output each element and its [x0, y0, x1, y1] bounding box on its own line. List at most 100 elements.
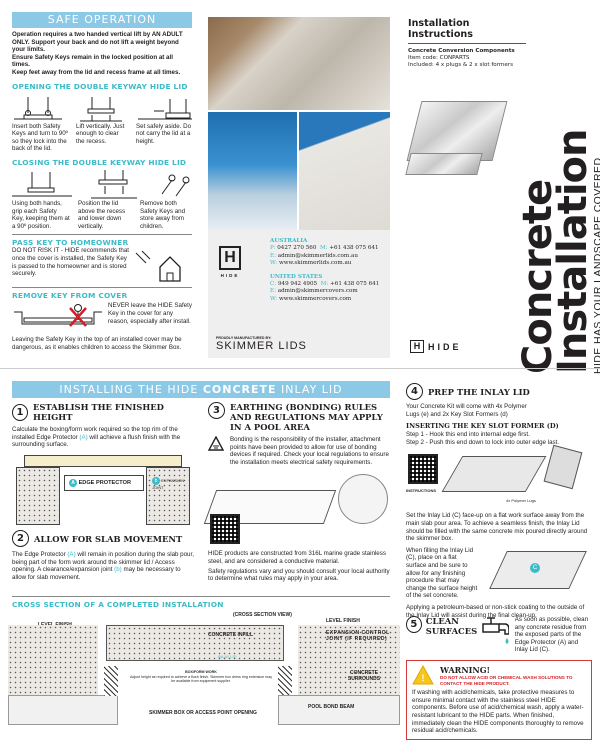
step-1-title: ESTABLISH THE FINISHED HEIGHT — [32, 402, 164, 422]
key-slot-step-2: Step 2 - Push this end down to lock into… — [406, 438, 560, 446]
label-b-badge: b — [152, 476, 160, 485]
step-3-number: 3 — [208, 402, 225, 419]
inlay-lid-label: INLAY LID — [218, 654, 237, 659]
bonding-warning-text: Bonding is the responsibility of the ins… — [230, 436, 389, 466]
warning-subtitle: DO NOT ALLOW ACID OR CHEMICAL WASH SOLUT… — [440, 674, 573, 686]
cross-section-heading: CROSS SECTION OF A COMPLETED INSTALLATIO… — [12, 600, 224, 609]
product-image-steel-frame — [405, 93, 508, 183]
inlay-lid-prep-diagram: INSTRUCTIONS 4x Polymer Lugs — [406, 445, 592, 508]
closing-heading: CLOSING THE DOUBLE KEYWAY HIDE LID — [12, 157, 187, 167]
step-4-para-1: Set the Inlay Lid (C) face-up on a flat … — [406, 512, 588, 543]
edge-protector-label: EDGE PROTECTOR — [78, 479, 131, 486]
expansion-joint-cross-label: EXPANSION CONTROL JOINT (IF REQUIRED) — [326, 630, 390, 642]
skimmer-box-label: SKIMMER BOX OR ACCESS POINT OPENING — [149, 710, 257, 716]
adjust-height-note: Adjust height as required to achieve a f… — [129, 674, 273, 684]
instructions-qr-code[interactable] — [408, 454, 438, 485]
set-aside-icon — [138, 98, 192, 120]
cross-section-view-label: (CROSS SECTION VIEW) — [233, 612, 292, 618]
box-form-work-label: BOX/FORM WORK — [185, 670, 217, 674]
warning-box: ! WARNING! DO NOT ALLOW ACID OR CHEMICAL… — [406, 659, 592, 740]
filled-inlay-lid-diagram: C — [478, 547, 588, 593]
remove-keys-icon — [161, 174, 190, 197]
step-2-text: The Edge Protector (A) will remain in po… — [12, 551, 194, 581]
step-5-number: 5 — [406, 616, 422, 633]
opening-heading: OPENING THE DOUBLE KEYWAY HIDE LID — [12, 81, 188, 91]
bonding-qr-code[interactable] — [210, 514, 240, 545]
item-code: Item code: CONPARTS — [408, 55, 470, 61]
concrete-infill-label: CONCRETE INFILL — [208, 632, 253, 638]
cover-title: Installation Instructions — [408, 18, 526, 44]
safe-operation-intro: Operation requires a two handed vertical… — [12, 31, 183, 76]
us-mobile[interactable]: +61 438 075 641 — [330, 281, 380, 288]
step-1-text: Calculate the boxing/form work required … — [12, 426, 181, 449]
polymer-lugs-label: 4x Polymer Lugs — [506, 498, 536, 504]
closing-step-3: Remove both Safety Keys and store away f… — [140, 199, 186, 230]
installation-photo-1 — [208, 17, 390, 110]
skimmer-lids-logo: SKIMMER LIDS — [216, 340, 307, 352]
remove-key-text: NEVER leave the HIDE Safety Key in the c… — [108, 302, 192, 325]
step-4-para-2: When filling the Inlay Lid (C), place on… — [406, 546, 478, 600]
us-email-link[interactable]: admin@skimmercovers.com — [277, 288, 358, 295]
remove-key-footer: Leaving the Safety Key in the top of an … — [12, 336, 182, 351]
au-web-link[interactable]: www.skimmerlids.com.au — [278, 260, 352, 267]
cover-hide-logo: H HIDE — [410, 340, 462, 353]
step-4: 4 PREP THE INLAY LID Your Concrete Kit w… — [406, 383, 592, 619]
label-c-badge: C — [530, 562, 540, 573]
au-mobile[interactable]: +61 438 075 641 — [329, 245, 379, 252]
level-finish-right-label: LEVEL FINISH — [326, 618, 360, 624]
safe-operation-panel: SAFE OPERATION Operation requires a two … — [12, 12, 192, 362]
au-email-link[interactable]: admin@skimmerlids.com.au — [277, 252, 358, 259]
cover-tagline: HIDE HAS YOUR LANDSCAPE COVERED — [592, 157, 600, 374]
step-5: 5 CLEAN SURFACES As soon as possible, cl… — [406, 616, 592, 740]
step-1: 1 ESTABLISH THE FINISHED HEIGHT Calculat… — [12, 402, 194, 537]
svg-text:!: ! — [422, 673, 425, 683]
installing-banner: INSTALLING THE HIDE CONCRETE INLAY LID — [12, 381, 390, 398]
opening-step-1: Insert both Safety Keys and turn to 90º … — [12, 122, 68, 153]
warning-triangle-icon — [208, 436, 224, 451]
warning-title: WARNING! — [440, 664, 491, 675]
pool-bond-beam-label: POOL BOND BEAM — [308, 704, 355, 710]
opening-step-3: Set safely aside. Do not carry the lid a… — [136, 122, 192, 145]
bonding-diagram — [203, 470, 390, 546]
us-label: UNITED STATES — [270, 273, 323, 280]
lower-lid-icon — [91, 169, 137, 199]
step-2-number: 2 — [12, 530, 29, 547]
step-3: 3 EARTHING (BONDING) RULES AND REGULATIO… — [203, 402, 390, 583]
label-a-badge: A — [69, 478, 77, 487]
remove-key-heading: REMOVE KEY FROM COVER — [12, 291, 128, 301]
warning-hazard-icon: ! — [412, 664, 434, 685]
grip-keys-icon — [12, 171, 72, 197]
expansion-joint-label: EXPANSION JOINT — [152, 477, 185, 490]
edge-protector-diagram: A EDGE PROTECTOR b EXPANSION JOINT — [12, 454, 194, 537]
us-phone[interactable]: 949 942 4905 — [277, 281, 318, 288]
no-key-in-cover-icon — [14, 304, 102, 328]
step-4-intro: Your Concrete Kit will come with 4x Poly… — [406, 403, 527, 418]
big-title-installation: Installation — [550, 129, 596, 374]
step-4-number: 4 — [406, 383, 423, 400]
au-phone[interactable]: 0427 270 560 — [277, 245, 317, 252]
insert-keys-icon — [14, 96, 62, 120]
cross-section: CROSS SECTION OF A COMPLETED INSTALLATIO… — [8, 600, 400, 740]
step-3-text-1: HIDE products are constructed from 316L … — [208, 550, 386, 565]
qr-instructions-label: INSTRUCTIONS — [406, 488, 436, 494]
us-web-link[interactable]: www.skimmercovers.com — [278, 295, 352, 302]
opening-illustrations — [12, 95, 192, 123]
cover-panel: Installation Instructions Concrete Conve… — [405, 18, 600, 374]
house-key-icon — [135, 250, 181, 282]
pass-key-heading: PASS KEY TO HOMEOWNER — [12, 238, 129, 248]
lift-lid-icon — [80, 96, 122, 122]
hide-logo: H HIDE — [216, 246, 244, 278]
opening-step-2: Lift vertically. Just enough to clear th… — [76, 122, 125, 145]
step-2-title: ALLOW FOR SLAB MOVEMENT — [34, 533, 183, 544]
step-1-number: 1 — [12, 403, 28, 421]
australia-label: AUSTRALIA — [270, 238, 308, 244]
step-5-text: As soon as possible, clean any concrete … — [514, 616, 589, 654]
installation-photo-3 — [299, 112, 390, 230]
photos-contact-panel: H HIDE AUSTRALIA P: 0427 270 560 M: +61 … — [208, 17, 390, 360]
closing-step-2: Position the lid above the recess and lo… — [78, 199, 126, 230]
included-parts: Included: 4 x plugs & 2 x slot formers — [408, 62, 514, 68]
closing-step-1: Using both hands, grip each Safety Key, … — [12, 199, 70, 230]
key-slot-step-1: Step 1 - Hook this end into internal edg… — [406, 431, 530, 439]
step-3-title: EARTHING (BONDING) RULES AND REGULATIONS… — [230, 402, 383, 432]
pass-key-text: DO NOT RISK IT - HIDE recommends that on… — [12, 247, 130, 278]
